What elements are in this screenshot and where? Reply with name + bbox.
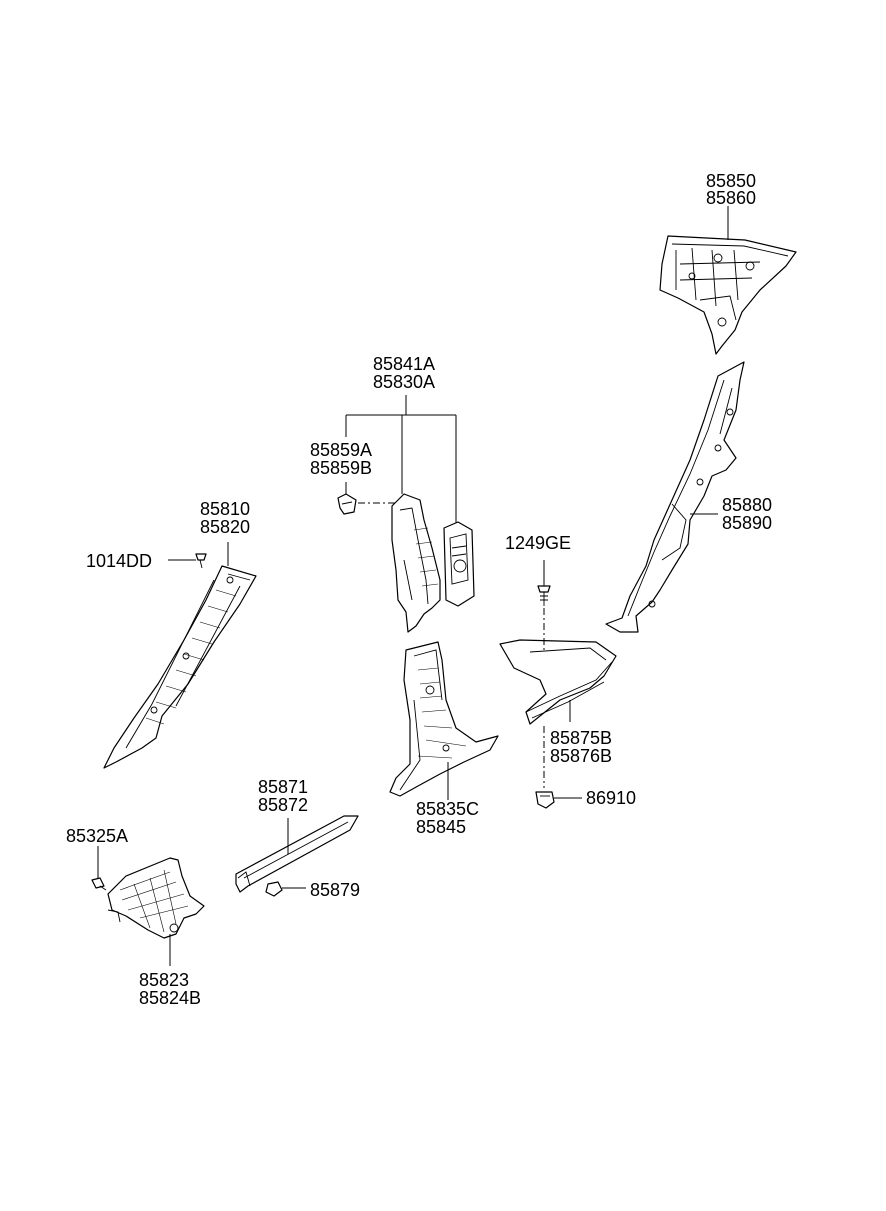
cowl-side-trim-part (107, 857, 205, 939)
label-85823: 85823 (139, 970, 189, 990)
rear-pillar-trim-part (605, 361, 745, 633)
belt-adjuster-cover-part (443, 521, 475, 607)
label-85325A: 85325A (66, 826, 128, 846)
label-85841A: 85841A (373, 354, 435, 374)
label-86910: 86910 (586, 788, 636, 808)
label-85876B: 85876B (550, 746, 612, 766)
label-85890: 85890 (722, 513, 772, 533)
rear-quarter-trim-part (659, 235, 797, 355)
label-85871: 85871 (258, 777, 308, 797)
label-1249GE: 1249GE (505, 533, 571, 553)
label-85850: 85850 (706, 171, 756, 191)
label-85879: 85879 (310, 880, 360, 900)
label-85824B: 85824B (139, 988, 201, 1008)
label-85830A: 85830A (373, 372, 435, 392)
scuff-plate-part (499, 639, 617, 725)
label-85859B: 85859B (310, 458, 372, 478)
label-85880: 85880 (722, 495, 772, 515)
clip-part (337, 493, 357, 515)
label-85835C: 85835C (416, 799, 479, 819)
front-pillar-trim-part (103, 565, 257, 769)
label-85875B: 85875B (550, 728, 612, 748)
label-85860: 85860 (706, 188, 756, 208)
label-1014DD: 1014DD (86, 551, 152, 571)
screw-part (195, 553, 207, 569)
front-scuff-plate-part (235, 815, 359, 893)
label-85820: 85820 (200, 517, 250, 537)
screw-85325A-part (91, 877, 107, 891)
screw-1249GE-part (537, 585, 551, 606)
label-85872: 85872 (258, 795, 308, 815)
clip-86910-part (535, 791, 555, 809)
clip-85879-part (265, 881, 283, 897)
center-pillar-lower-part (389, 641, 499, 797)
center-pillar-upper-part (391, 493, 441, 633)
label-85859A: 85859A (310, 440, 372, 460)
label-85845: 85845 (416, 817, 466, 837)
label-85810: 85810 (200, 499, 250, 519)
